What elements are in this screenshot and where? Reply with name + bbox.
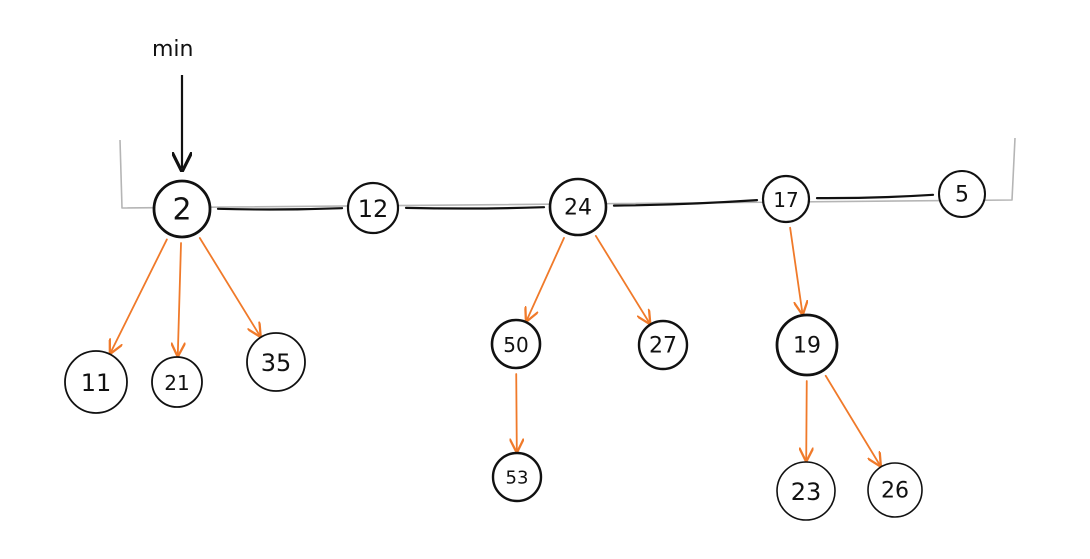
node-label: 35 — [261, 349, 292, 377]
node-label: 21 — [164, 371, 189, 395]
node-label: 17 — [773, 188, 798, 212]
node-2: 2 — [152, 179, 212, 239]
node-label: 19 — [793, 334, 821, 359]
node-12: 12 — [346, 181, 400, 235]
node-23: 23 — [776, 461, 836, 521]
node-label: 24 — [564, 196, 592, 221]
child-arrow-50-53 — [516, 373, 517, 450]
node-circle — [775, 313, 839, 377]
node-50: 50 — [490, 318, 542, 370]
child-arrow-2-35 — [198, 237, 259, 335]
node-label: 12 — [358, 195, 389, 223]
node-circle — [548, 177, 608, 237]
child-arrow-17-19 — [789, 226, 802, 313]
node-circle — [938, 170, 986, 218]
min-pointer-label: min — [152, 37, 194, 62]
node-circle — [761, 174, 811, 224]
node-circle — [491, 451, 543, 503]
node-24: 24 — [548, 177, 608, 237]
node-circle — [151, 356, 203, 408]
node-label: 27 — [649, 334, 677, 359]
node-label: 23 — [791, 478, 822, 506]
child-arrow-24-50 — [527, 237, 565, 319]
child-arrow-2-11 — [111, 238, 168, 351]
node-11: 11 — [64, 350, 128, 414]
node-53: 53 — [491, 451, 543, 503]
root-link-17-5 — [815, 193, 935, 200]
root-list-links — [216, 193, 935, 211]
child-arrow-19-26 — [824, 374, 880, 465]
root-link-24-17 — [612, 199, 759, 207]
child-arrow-24-27 — [594, 235, 649, 322]
node-label: 5 — [955, 183, 969, 208]
node-circle — [490, 318, 542, 370]
node-circle — [637, 319, 689, 371]
node-label: 53 — [506, 468, 529, 489]
child-arrow-19-23 — [806, 380, 807, 459]
root-link-2-12 — [216, 207, 344, 211]
node-circle — [246, 332, 306, 392]
node-circle — [64, 350, 128, 414]
child-arrow-2-21 — [178, 242, 181, 354]
child-arrows — [111, 226, 880, 465]
node-label: 50 — [503, 333, 528, 357]
node-19: 19 — [775, 313, 839, 377]
node-27: 27 — [637, 319, 689, 371]
node-circle — [776, 461, 836, 521]
node-35: 35 — [246, 332, 306, 392]
root-link-12-24 — [404, 206, 546, 210]
nodes: 2 12 24 17 5 11 21 35 19 23 26 50 27 53 — [64, 170, 986, 521]
node-circle — [152, 179, 212, 239]
node-17: 17 — [761, 174, 811, 224]
node-circle — [867, 462, 923, 518]
node-circle — [346, 181, 400, 235]
node-5: 5 — [938, 170, 986, 218]
node-label: 11 — [81, 369, 112, 397]
node-21: 21 — [151, 356, 203, 408]
node-label: 2 — [172, 193, 191, 228]
node-label: 26 — [881, 479, 909, 504]
node-26: 26 — [867, 462, 923, 518]
